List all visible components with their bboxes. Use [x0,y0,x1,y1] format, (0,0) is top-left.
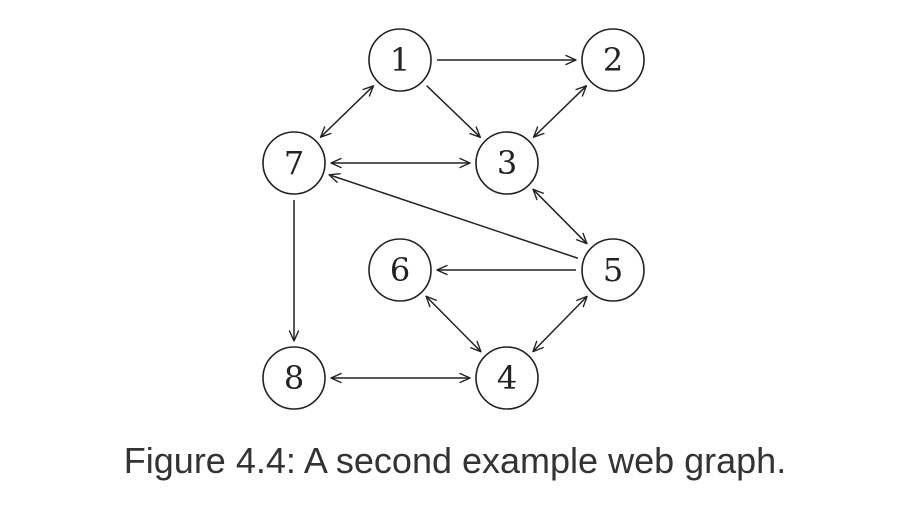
node-7: 7 [262,131,326,195]
node-8: 8 [262,346,326,410]
node-circle [368,238,432,302]
edge-5-4 [532,295,588,353]
node-2: 2 [581,28,645,92]
node-5: 5 [581,238,645,302]
node-label: 1 [390,41,410,79]
node-circle [475,346,539,410]
node-label: 7 [284,144,304,182]
edge-2-3 [532,85,588,138]
nodes: 1 2 3 4 5 6 7 8 [262,28,645,410]
web-graph-diagram: 1 2 3 4 5 6 7 8 [262,28,645,410]
edge-3-5 [532,188,588,245]
edge-1-3 [426,85,482,139]
node-circle [368,28,432,92]
node-4: 4 [475,346,539,410]
node-label: 3 [497,144,517,182]
edge-5-7 [328,172,579,259]
node-circle [262,131,326,195]
figure-caption: Figure 4.4: A second example web graph. [123,440,787,481]
edge-1-7 [319,85,375,138]
node-label: 6 [390,251,410,289]
node-circle [581,28,645,92]
node-6: 6 [368,238,432,302]
edge-6-4 [425,295,482,353]
node-circle [475,131,539,195]
edges [288,54,588,384]
node-label: 2 [603,41,623,79]
node-label: 8 [284,359,304,397]
node-label: 5 [603,251,623,289]
node-circle [581,238,645,302]
node-circle [262,346,326,410]
node-3: 3 [475,131,539,195]
node-1: 1 [368,28,432,92]
node-label: 4 [497,359,517,397]
